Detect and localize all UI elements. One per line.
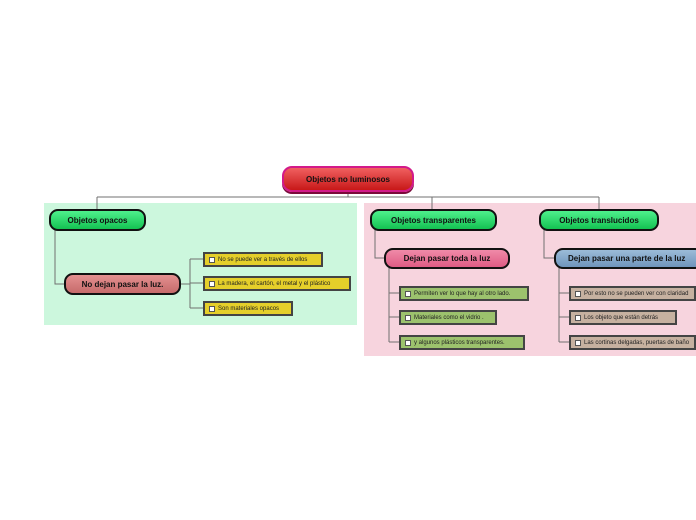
checkbox-icon [405, 339, 411, 346]
branch-translucidos-label: Objetos translucidos [559, 215, 639, 225]
checkbox-icon [575, 339, 581, 346]
branch-transparentes[interactable]: Objetos transparentes [370, 209, 497, 231]
branch-opacos-label: Objetos opacos [67, 215, 128, 225]
checkbox-icon [209, 280, 215, 287]
list-item-text: Las cortinas delgadas, puertas de baño [584, 339, 690, 346]
sub-no-dejan-pasar[interactable]: No dejan pasar la luz. [64, 273, 181, 295]
checkbox-icon [405, 314, 411, 321]
branch-translucidos[interactable]: Objetos translucidos [539, 209, 659, 231]
list-item[interactable]: y algunos plásticos transparentes. [399, 335, 525, 350]
checkbox-icon [209, 256, 215, 263]
list-item-text: Materiales como el vidrio . [414, 314, 484, 321]
list-item[interactable]: La madera, el cartón, el metal y el plás… [203, 276, 351, 291]
sub-dejan-pasar-toda-label: Dejan pasar toda la luz [403, 254, 491, 263]
sub-dejan-pasar-parte-label: Dejan pasar una parte de la luz [568, 254, 686, 263]
list-item-text: y algunos plásticos transparentes. [414, 339, 505, 346]
list-item-text: Son materiales opacos [218, 305, 280, 312]
root-label: Objetos no luminosos [305, 174, 390, 184]
list-item[interactable]: Las cortinas delgadas, puertas de baño [569, 335, 696, 350]
list-item[interactable]: No se puede ver a través de ellos [203, 252, 323, 267]
branch-opacos[interactable]: Objetos opacos [49, 209, 146, 231]
list-item[interactable]: Por esto no se pueden ver con claridad [569, 286, 696, 301]
list-item-text: La madera, el cartón, el metal y el plás… [218, 280, 331, 287]
sub-no-dejan-pasar-label: No dejan pasar la luz. [81, 279, 164, 289]
list-item[interactable]: Permiten ver lo que hay al otro lado. [399, 286, 529, 301]
list-item[interactable]: Materiales como el vidrio . [399, 310, 497, 325]
sub-dejan-pasar-parte[interactable]: Dejan pasar una parte de la luz [554, 248, 696, 269]
checkbox-icon [209, 305, 215, 312]
checkbox-icon [575, 314, 581, 321]
list-item[interactable]: Son materiales opacos [203, 301, 293, 316]
list-item-text: Por esto no se pueden ver con claridad [584, 290, 689, 297]
list-item[interactable]: Los objeto que están detrás [569, 310, 677, 325]
checkbox-icon [405, 290, 411, 297]
sub-dejan-pasar-toda[interactable]: Dejan pasar toda la luz [384, 248, 510, 269]
checkbox-icon [575, 290, 581, 297]
list-item-text: No se puede ver a través de ellos [218, 256, 308, 263]
branch-transparentes-label: Objetos transparentes [391, 215, 476, 225]
list-item-text: Los objeto que están detrás [584, 314, 659, 321]
list-item-text: Permiten ver lo que hay al otro lado. [414, 290, 511, 297]
root-node[interactable]: Objetos no luminosos [282, 166, 414, 192]
